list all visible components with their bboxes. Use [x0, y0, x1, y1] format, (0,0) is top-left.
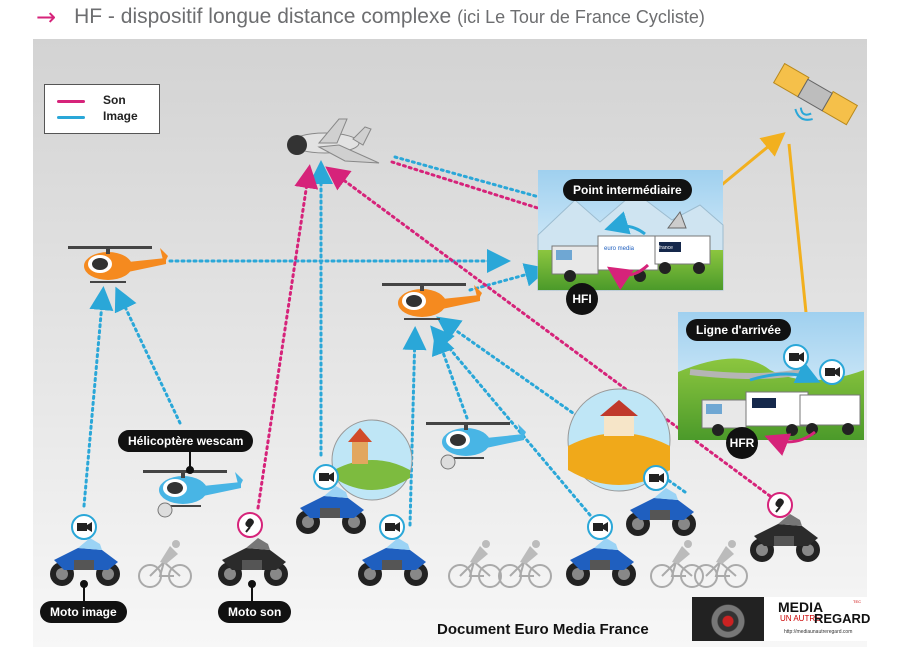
link-heli3-to-heli2: [431, 330, 469, 420]
truck-icon-2: [701, 391, 809, 436]
badge-hfi: HFI: [566, 283, 598, 315]
link-heli2-to-point: [468, 263, 549, 292]
eye-icon: [692, 597, 764, 641]
moto-image-icon: [50, 538, 120, 586]
label-moto-image: Moto image: [40, 601, 127, 623]
camera-icon: [71, 514, 97, 540]
legend-son-line: [57, 100, 85, 103]
satellite-icon: [772, 62, 859, 126]
sound-links: [256, 160, 772, 510]
helicopter-wescam-icon: [142, 469, 244, 518]
van-logo-text: france: [659, 245, 673, 251]
legend-image-line: [57, 116, 85, 119]
camera-icon: [587, 514, 613, 540]
badge-hfr: HFR: [726, 427, 758, 459]
camera-icon: [313, 464, 339, 490]
camera-icon: [643, 465, 669, 491]
label-helicoptere-wescam: Hélicoptère wescam: [118, 430, 254, 452]
plane-icon: [287, 118, 380, 164]
label-ligne-arrivee: Ligne d'arrivée: [686, 319, 791, 341]
logo-url-text: http://mediaunautreregard.com: [784, 629, 853, 635]
logo-un-autre-text: UN AUTRE: [780, 614, 821, 623]
page-title: HF - dispositif longue distance complexe: [74, 5, 452, 28]
link-moto-son-to-plane: [256, 164, 319, 510]
helicopter-icon-3: [425, 421, 527, 470]
microphone-icon: [237, 512, 263, 538]
label-point-intermediaire: Point intermédiaire: [563, 179, 692, 201]
credit-text: Document Euro Media France: [437, 621, 649, 638]
link-moto-image-to-heli: [82, 286, 114, 508]
logo: MEDIA UN AUTRE REGARD http://mediaunautr…: [692, 597, 871, 641]
page-subtitle: (ici Le Tour de France Cycliste): [457, 6, 705, 27]
moto-icon-6: [750, 514, 820, 562]
moto-icon-5: [626, 488, 696, 536]
arrow-right-icon: →: [36, 3, 57, 31]
logo-tag-text: TEC: [853, 599, 861, 604]
link-moto3-to-heli2: [402, 326, 427, 527]
logo-media-text: MEDIA: [778, 599, 824, 615]
link-moto6-to-plane: [325, 166, 772, 498]
helicopter-icon-1: [67, 245, 169, 283]
moto-icon-4: [566, 538, 636, 586]
van-icon: france: [654, 235, 711, 274]
cyclist-icon: [448, 539, 502, 588]
link-moto4-to-heli2: [430, 325, 592, 517]
village-scene-1: [331, 419, 413, 501]
logo-regard-text: REGARD: [814, 611, 871, 626]
legend: Son Image: [44, 84, 160, 134]
truck-logo-text: euro media: [604, 246, 635, 252]
moto-son-icon: [218, 538, 288, 586]
label-moto-son: Moto son: [218, 601, 292, 623]
legend-son-label: Son: [103, 93, 126, 107]
link-wescam-to-heli: [114, 286, 182, 425]
microphone-icon: [767, 492, 793, 518]
cyclist-icon: [498, 539, 552, 588]
cyclist-icon: [138, 539, 192, 588]
title-row: → HF - dispositif longue distance comple…: [36, 2, 705, 32]
camera-icon: [379, 514, 405, 540]
legend-image-label: Image: [103, 109, 138, 123]
link-plane-to-point-son: [390, 160, 588, 229]
moto-icon-3: [358, 538, 428, 586]
helicopter-icon-2: [381, 282, 483, 320]
